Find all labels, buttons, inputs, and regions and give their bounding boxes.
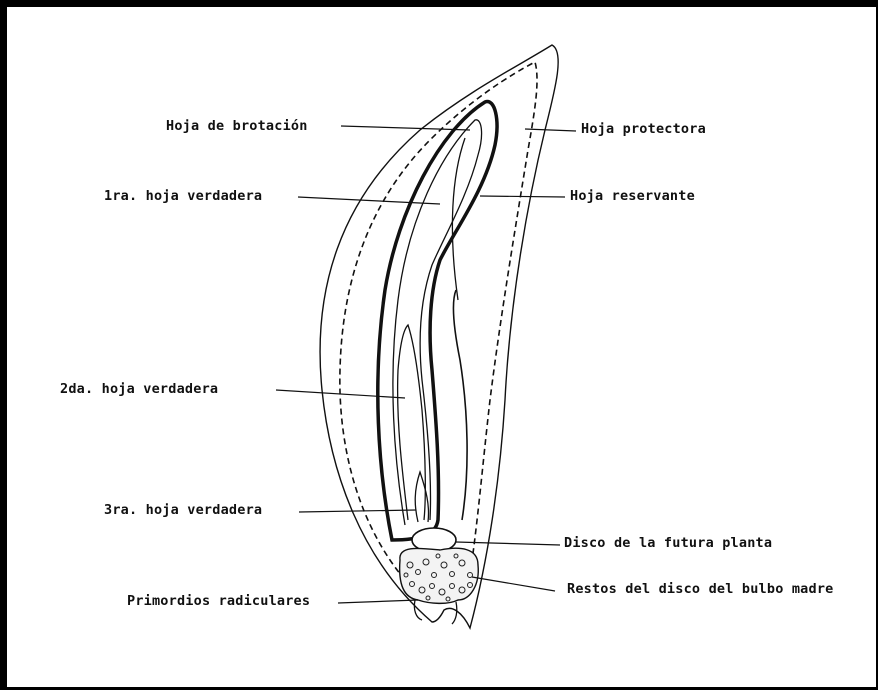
- leader-hoja-brotacion: [341, 126, 470, 130]
- label-hoja-brotacion: Hoja de brotación: [166, 118, 308, 134]
- label-primera-hoja-verdadera: 1ra. hoja verdadera: [104, 188, 262, 204]
- second-true-leaf: [398, 325, 426, 520]
- label-restos-disco-bulbo: Restos del disco del bulbo madre: [567, 581, 834, 597]
- label-hoja-protectora: Hoja protectora: [581, 121, 706, 137]
- third-true-leaf: [415, 472, 428, 522]
- label-disco-futura-planta: Disco de la futura planta: [564, 535, 772, 551]
- label-hoja-reservante: Hoja reservante: [570, 188, 695, 204]
- label-segunda-hoja-verdadera: 2da. hoja verdadera: [60, 381, 218, 397]
- leader-hoja-protectora: [525, 129, 576, 131]
- leader-disco-futura: [456, 542, 560, 545]
- mother-disc-remains: [400, 548, 479, 603]
- label-tercera-hoja-verdadera: 3ra. hoja verdadera: [104, 502, 262, 518]
- leader-primera-hoja: [298, 197, 440, 204]
- leader-restos-disco: [472, 577, 555, 591]
- leader-primordios: [338, 600, 418, 603]
- label-primordios-radiculares: Primordios radiculares: [127, 593, 310, 609]
- leader-tercera-hoja: [299, 510, 416, 512]
- inner-sheath-right: [453, 290, 467, 520]
- leader-hoja-reservante: [480, 196, 565, 197]
